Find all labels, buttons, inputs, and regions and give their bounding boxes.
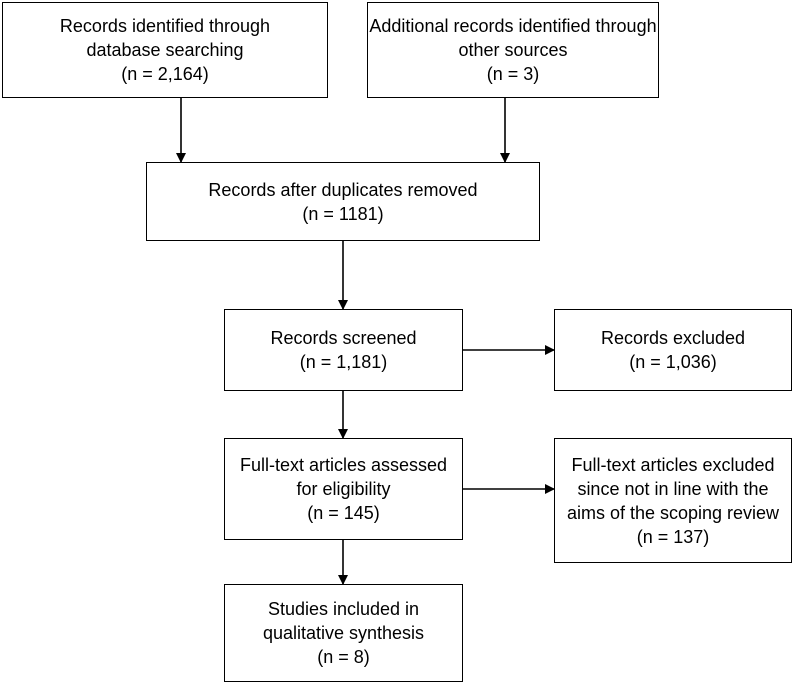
box-text-line: (n = 2,164) xyxy=(121,64,209,84)
box-text-line: Records identified through xyxy=(59,16,271,36)
box-fulltext-excluded: Full-text articles excluded since not in… xyxy=(554,438,792,563)
box-fulltext-assessed: Full-text articles assessed for eligibil… xyxy=(224,438,463,540)
box-text-line: Records screened xyxy=(270,328,417,348)
box-text-line: (n = 1,036) xyxy=(629,352,717,372)
box-text-line: Additional records identified through xyxy=(369,16,657,36)
box-text-line: since not in line with the xyxy=(577,478,769,499)
box-text-line: (n = 137) xyxy=(636,526,710,547)
box-text-line: Records after duplicates removed xyxy=(208,179,478,200)
box-text-line: Records excluded xyxy=(600,328,746,348)
box-text-line: database searching xyxy=(86,40,244,60)
box-records-screened: Records screened (n = 1,181) xyxy=(224,309,463,391)
box-records-excluded: Records excluded (n = 1,036) xyxy=(554,309,792,391)
box-text-line: (n = 1181) xyxy=(302,203,384,224)
box-text-line: (n = 8) xyxy=(317,647,370,667)
box-text-line: other sources xyxy=(458,40,568,60)
box-text-line: qualitative synthesis xyxy=(262,623,425,643)
box-text-line: Studies included in xyxy=(267,599,420,619)
box-records-identified-other: Additional records identified through ot… xyxy=(367,2,659,98)
box-text-line: (n = 145) xyxy=(307,503,380,523)
box-text-line: for eligibility xyxy=(296,479,391,499)
box-text-line: Full-text articles excluded xyxy=(571,454,775,475)
box-text-line: aims of the scoping review xyxy=(566,502,780,523)
box-studies-included: Studies included in qualitative synthesi… xyxy=(224,584,463,682)
box-text-line: (n = 3) xyxy=(486,64,540,84)
box-text-line: Full-text articles assessed xyxy=(239,455,448,475)
box-records-after-duplicates: Records after duplicates removed (n = 11… xyxy=(146,162,540,241)
box-records-identified-database: Records identified through database sear… xyxy=(2,2,328,98)
box-text-line: (n = 1,181) xyxy=(299,352,388,372)
